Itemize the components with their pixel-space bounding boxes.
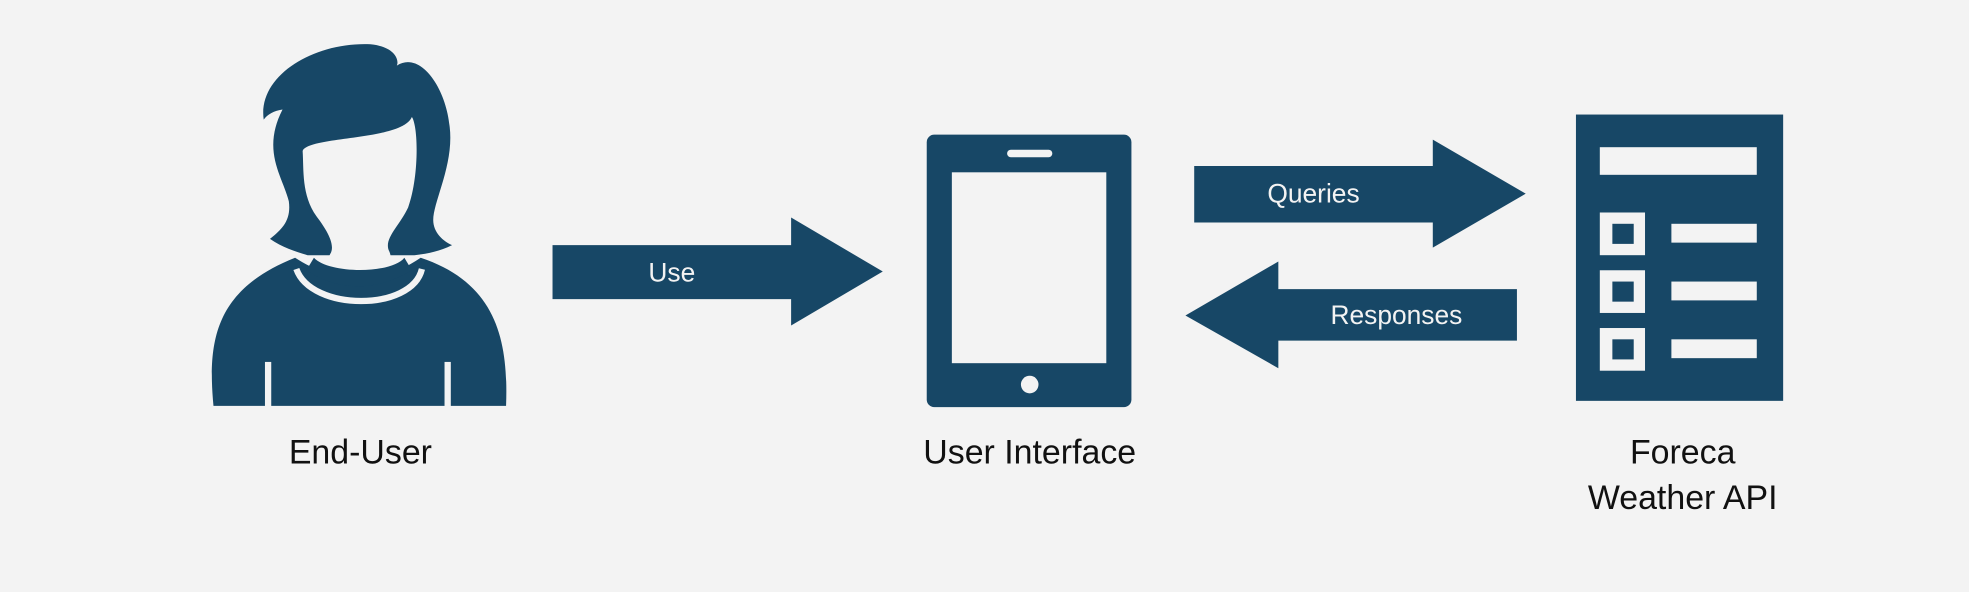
api-label-line2: Weather API — [1588, 479, 1778, 517]
tablet-icon — [926, 134, 1132, 408]
api-label-line1: Foreca — [1630, 434, 1736, 472]
api-document-icon — [1575, 114, 1784, 401]
responses-arrow: Responses — [1185, 261, 1517, 369]
queries-label: Queries — [1267, 178, 1359, 208]
use-arrow: Use — [552, 217, 883, 326]
end-user-label: End-User — [289, 434, 432, 472]
end-user-icon — [211, 44, 507, 408]
responses-label: Responses — [1330, 300, 1462, 330]
queries-arrow: Queries — [1194, 139, 1526, 248]
user-interface-label: User Interface — [923, 434, 1136, 472]
use-label: Use — [648, 258, 695, 288]
